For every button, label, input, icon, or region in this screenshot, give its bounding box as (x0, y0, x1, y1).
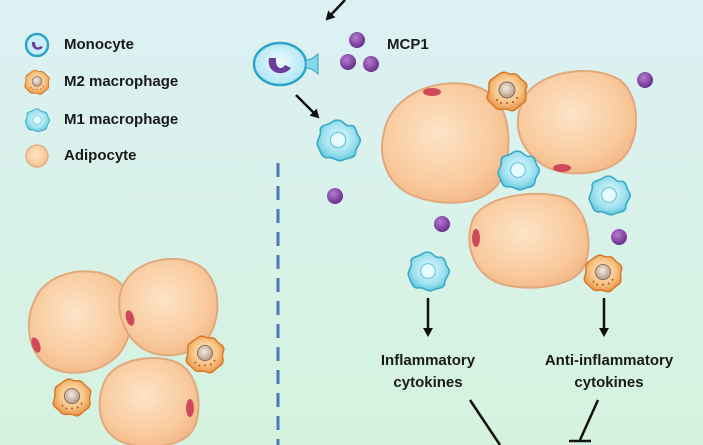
adipocyte (516, 69, 638, 175)
m1-macrophage (316, 119, 362, 162)
m2-macrophage (486, 71, 528, 112)
mcp1-molecule (637, 72, 653, 88)
legend-label-monocyte: Monocyte (64, 36, 135, 53)
m1-macrophage (407, 251, 451, 292)
m2-macrophage (583, 254, 623, 293)
mcp1-molecule (434, 216, 450, 232)
inflammatory-line1: Inflammatory (380, 352, 476, 369)
differentiation-arrow (295, 94, 320, 119)
inhibition-line (578, 399, 600, 441)
mcp1-label: MCP1 (387, 36, 429, 53)
adipocyte (28, 270, 133, 374)
legend-monocyte-icon (24, 32, 50, 58)
anti-inflammatory-line1: Anti-inflammatory (544, 352, 674, 369)
legend-label-m1-macrophage: M1 macrophage (64, 111, 179, 128)
legend (24, 32, 51, 168)
m2-macrophage (185, 335, 225, 374)
m1-macrophage (497, 150, 541, 191)
lean-adipose-cluster (28, 258, 225, 445)
m2-macrophage (52, 378, 92, 417)
adipocyte (381, 82, 510, 204)
legend-label-m2-macrophage: M2 macrophage (64, 73, 179, 90)
anti-inflammatory-line2: cytokines (574, 374, 644, 391)
legend-m1-macrophage-icon (24, 108, 51, 133)
adipocyte (98, 357, 200, 445)
adipocyte (468, 192, 590, 289)
inflammatory-cytokines-label: Inflammatory cytokines (355, 350, 501, 394)
mcp1-molecules (340, 32, 379, 72)
legend-m2-macrophage-icon (24, 69, 50, 95)
legend-adipocyte-icon (25, 144, 49, 168)
inflammatory-effect-line (468, 399, 502, 445)
anti-inflammatory-cytokines-label: Anti-inflammatory cytokines (524, 350, 694, 394)
inflammatory-line2: cytokines (393, 374, 463, 391)
mcp1-molecule (327, 188, 343, 204)
legend-label-adipocyte: Adipocyte (64, 147, 137, 164)
mcp1-molecule (611, 229, 627, 245)
monocyte (252, 41, 319, 87)
obese-adipose-cluster (381, 69, 653, 293)
incoming-arrow (325, 0, 346, 21)
m1-macrophage (588, 175, 632, 216)
